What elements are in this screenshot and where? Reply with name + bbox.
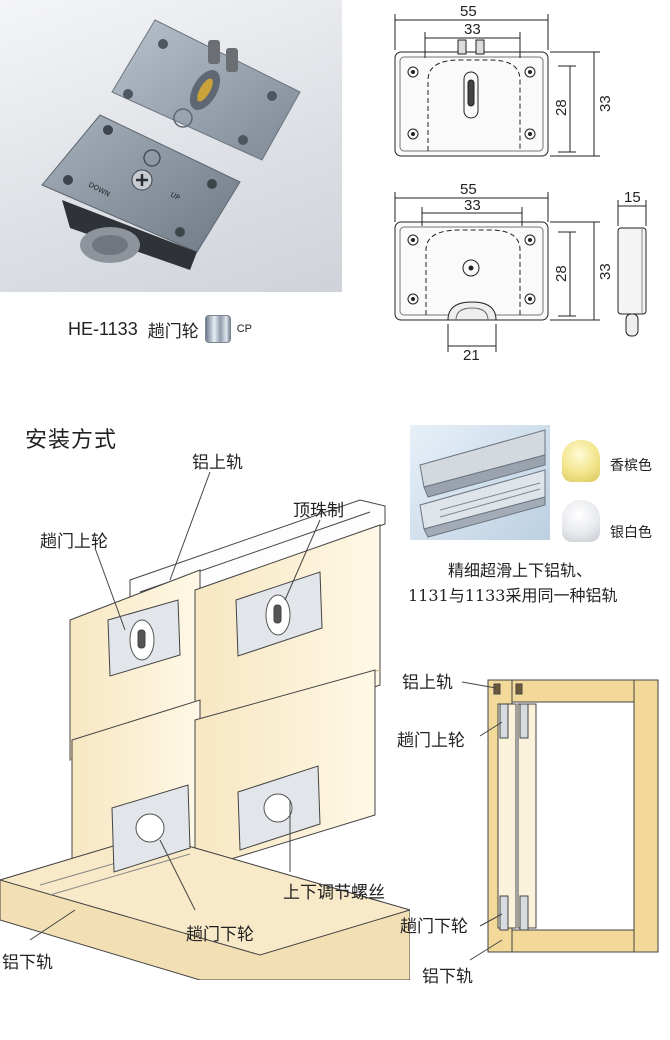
top-dim-width-outer: 55	[460, 3, 477, 20]
product-photo: DOWN UP	[0, 0, 342, 292]
section-label-bottom-rail: 铝下轨	[422, 967, 473, 987]
bottom-dim-wheel-width: 21	[463, 347, 480, 360]
section-label-lower-wheel: 趟门下轮	[400, 917, 468, 937]
label-bottom-rail: 铝下轨	[2, 953, 53, 973]
section-view	[461, 679, 659, 961]
label-lower-wheel: 趟门下轮	[186, 925, 254, 945]
install-title: 安装方式	[25, 428, 118, 453]
color-name-silver: 银白色	[610, 525, 652, 541]
label-adjust-screw: 上下调节螺丝	[283, 883, 385, 903]
color-name-champagne: 香槟色	[610, 458, 652, 474]
section-label-upper-wheel: 趟门上轮	[397, 731, 465, 751]
product-caption: HE-1133 趟门轮 CP	[68, 314, 252, 344]
top-dim-width-inner: 33	[464, 21, 481, 38]
rails-photo	[410, 425, 550, 540]
top-dim-height-inner: 28	[553, 99, 570, 116]
label-upper-wheel: 趟门上轮	[40, 532, 108, 552]
bottom-dim-width-inner: 33	[464, 197, 481, 214]
section-label-top-rail: 铝上轨	[402, 673, 453, 693]
bottom-dim-height-outer: 33	[597, 263, 614, 280]
finish-code: CP	[236, 323, 252, 335]
rails-caption-line2: 1131与1133采用同一种铝轨	[408, 586, 618, 605]
chrome-swatch-icon	[204, 315, 231, 343]
label-ball-control: 顶珠制	[293, 501, 344, 521]
product-model: HE-1133	[68, 318, 138, 339]
top-dim-height-outer: 33	[597, 95, 614, 112]
installation-illustration	[0, 471, 410, 980]
bottom-dim-height-inner: 28	[553, 265, 570, 282]
product-name: 趟门轮	[147, 321, 199, 342]
color-swatch-champagne	[562, 440, 600, 482]
technical-drawings: 55 33 28 33 55 33 28 33 21 15	[394, 3, 647, 360]
rails-caption-line1: 精细超滑上下铝轨、	[448, 561, 593, 580]
bottom-dim-width-outer: 55	[460, 181, 477, 198]
side-dim-thickness: 15	[624, 189, 641, 206]
up-mark: UP	[169, 191, 181, 202]
label-top-rail: 铝上轨	[192, 453, 243, 473]
color-swatch-silver	[562, 500, 600, 542]
